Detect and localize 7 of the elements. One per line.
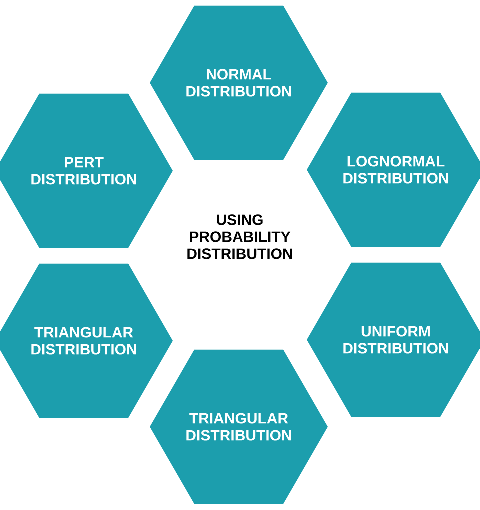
hexagon: PERT DISTRIBUTION <box>0 94 173 248</box>
hexagon: NORMAL DISTRIBUTION <box>150 6 328 160</box>
hexagon: LOGNORMAL DISTRIBUTION <box>307 92 480 248</box>
hexagon: UNIFORM DISTRIBUTION <box>307 262 480 418</box>
hexagon: TRIANGULAR DISTRIBUTION <box>150 350 328 504</box>
center-label: USING PROBABILITY DISTRIBUTION <box>188 214 292 260</box>
hexagon: TRIANGULAR DISTRIBUTION <box>0 264 173 418</box>
